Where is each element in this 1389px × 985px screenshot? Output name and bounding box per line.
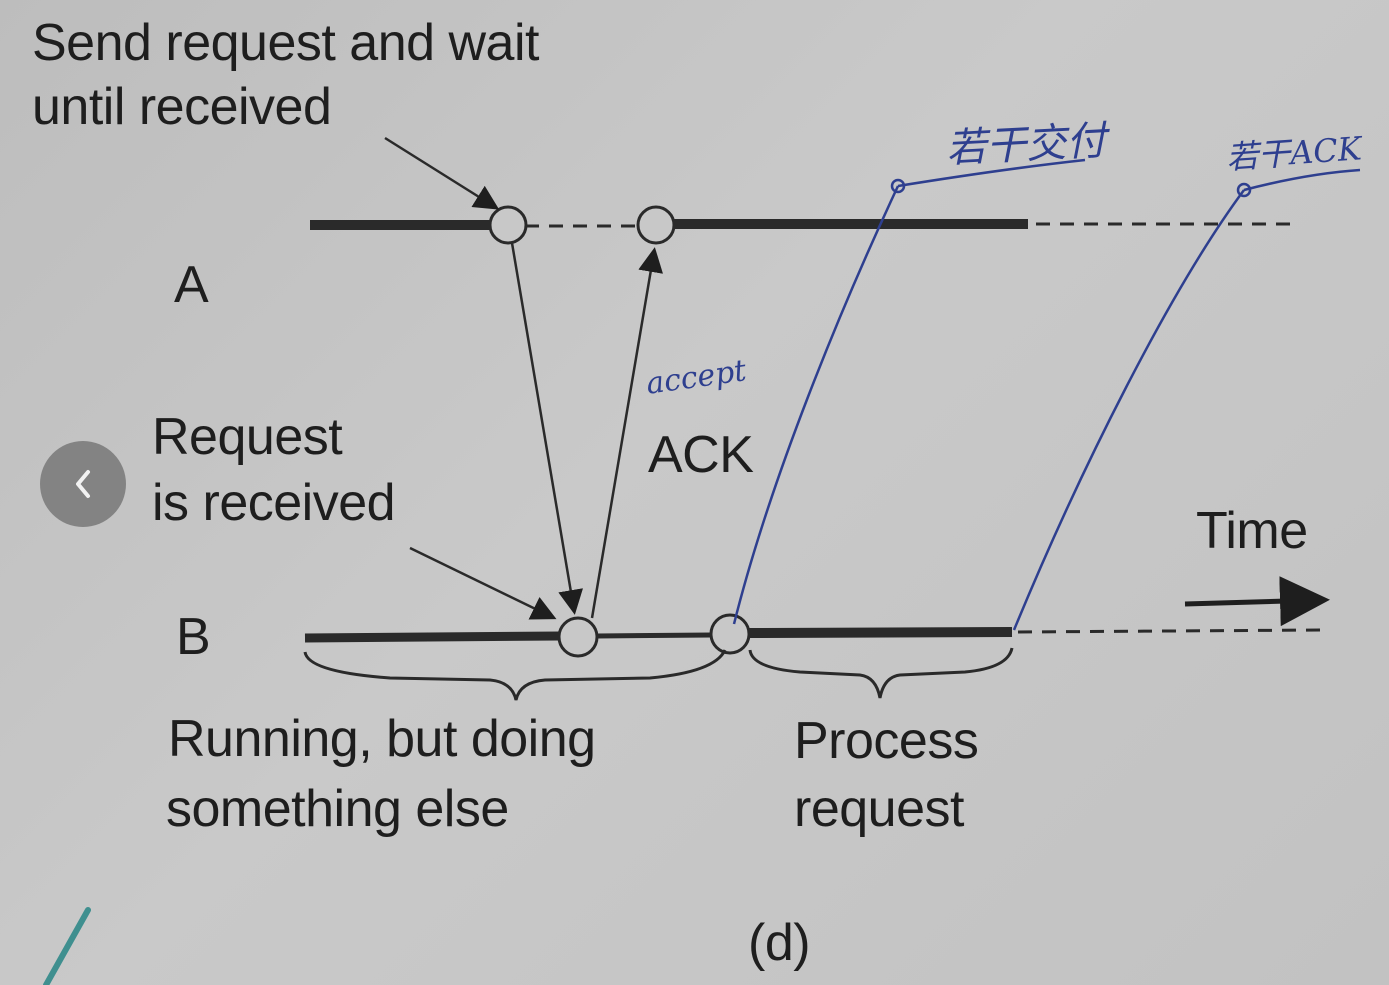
request-received-label-line2: is received: [152, 474, 396, 532]
handwritten-circle-1: [890, 178, 906, 194]
process-request-label-line1: Process: [794, 712, 979, 770]
request-message-arrow: [510, 242, 583, 615]
process-a-label: A: [174, 256, 209, 314]
teal-pen-mark: [43, 907, 91, 985]
event-b-received: [557, 616, 599, 658]
figure-caption: (d): [748, 914, 811, 972]
time-label: Time: [1196, 502, 1308, 560]
received-pointer-arrow: [409, 546, 557, 620]
time-arrow: [1184, 576, 1330, 627]
running-brace: [303, 649, 727, 701]
running-label-line1: Running, but doing: [168, 710, 596, 768]
ack-label: ACK: [648, 426, 754, 484]
event-b-start-processing: [709, 613, 751, 655]
event-a-ack-received: [636, 205, 676, 245]
timeline-b-solid-2: [747, 627, 1013, 638]
ack-message-arrow: [590, 247, 663, 619]
timeline-b-dashed: [1017, 628, 1321, 634]
send-request-label-line1: Send request and wait: [32, 14, 539, 72]
handwritten-line-1-tail: [897, 158, 1086, 188]
send-request-label-line2: until received: [32, 78, 332, 136]
handwritten-note-1: 若干交付: [945, 117, 1108, 173]
timeline-b-solid-1: [304, 631, 561, 643]
handwritten-note-2: 若干ACK: [1224, 129, 1363, 177]
handwritten-line-2: [1012, 189, 1246, 631]
process-request-label-line2: request: [794, 780, 964, 838]
handwritten-circle-2: [1236, 182, 1252, 198]
running-label-line2: something else: [166, 780, 509, 838]
send-pointer-arrow: [384, 136, 500, 210]
process-b-label: B: [176, 608, 211, 666]
process-brace: [748, 647, 1014, 699]
handwritten-line-2-tail: [1243, 168, 1361, 192]
back-button[interactable]: [40, 441, 126, 527]
event-a-send: [488, 205, 528, 245]
request-received-label-line1: Request: [152, 408, 343, 466]
chevron-left-icon: [76, 470, 90, 498]
handwritten-line-1: [732, 185, 900, 625]
timeline-b-thin: [596, 632, 713, 639]
